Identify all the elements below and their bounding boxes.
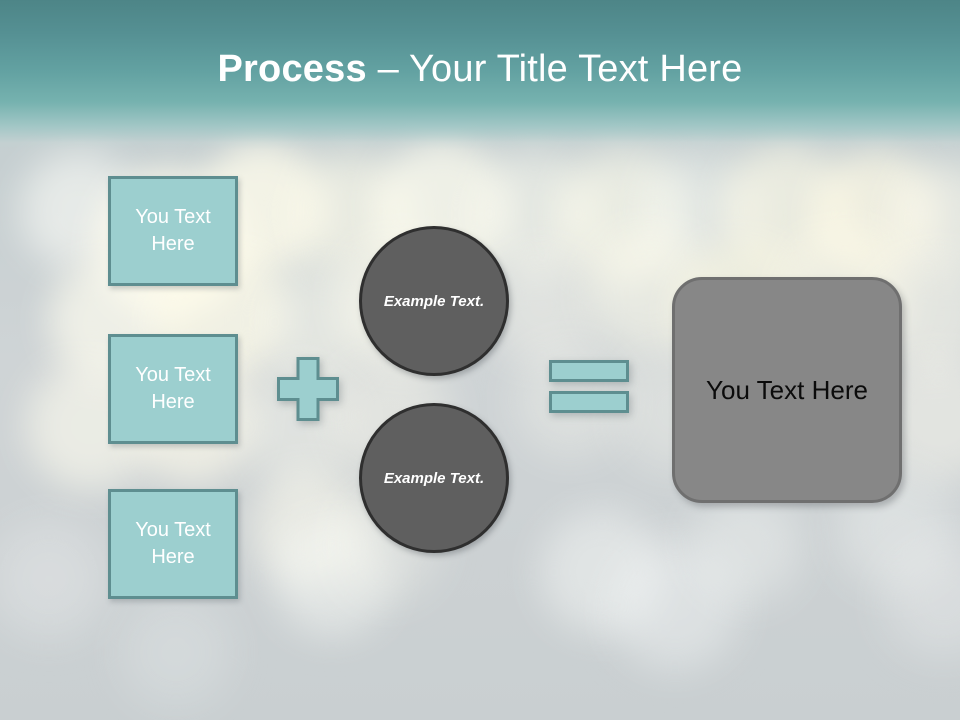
example-circle-1-label: Example Text. — [383, 292, 485, 310]
bokeh-circle — [250, 468, 368, 586]
bokeh-circle — [540, 510, 664, 634]
input-box-3[interactable]: You Text Here — [108, 489, 238, 599]
example-circle-1[interactable]: Example Text. — [359, 226, 509, 376]
header-band — [0, 0, 960, 150]
example-circle-2[interactable]: Example Text. — [359, 403, 509, 553]
bokeh-circle — [690, 490, 802, 602]
page-title: Process – Your Title Text Here — [0, 46, 960, 92]
plus-icon — [277, 357, 339, 421]
input-box-1-label: You Text Here — [135, 206, 211, 255]
input-box-2-label: You Text Here — [135, 364, 211, 413]
result-box-label: You Text Here — [706, 375, 868, 405]
bokeh-circle — [0, 520, 108, 638]
equals-bar-top — [549, 360, 629, 382]
bokeh-circle — [272, 516, 392, 636]
result-box[interactable]: You Text Here — [672, 277, 902, 503]
page-title-bold: Process — [217, 48, 378, 90]
equals-bar-bottom — [549, 391, 629, 413]
input-box-2[interactable]: You Text Here — [108, 334, 238, 444]
input-box-1[interactable]: You Text Here — [108, 176, 238, 286]
example-circle-2-label: Example Text. — [383, 469, 485, 487]
equals-icon — [549, 359, 631, 417]
bokeh-circle — [120, 596, 232, 708]
bokeh-circle — [610, 540, 740, 670]
input-box-3-label: You Text Here — [135, 519, 211, 568]
page-title-rest: – Your Title Text Here — [377, 48, 743, 90]
